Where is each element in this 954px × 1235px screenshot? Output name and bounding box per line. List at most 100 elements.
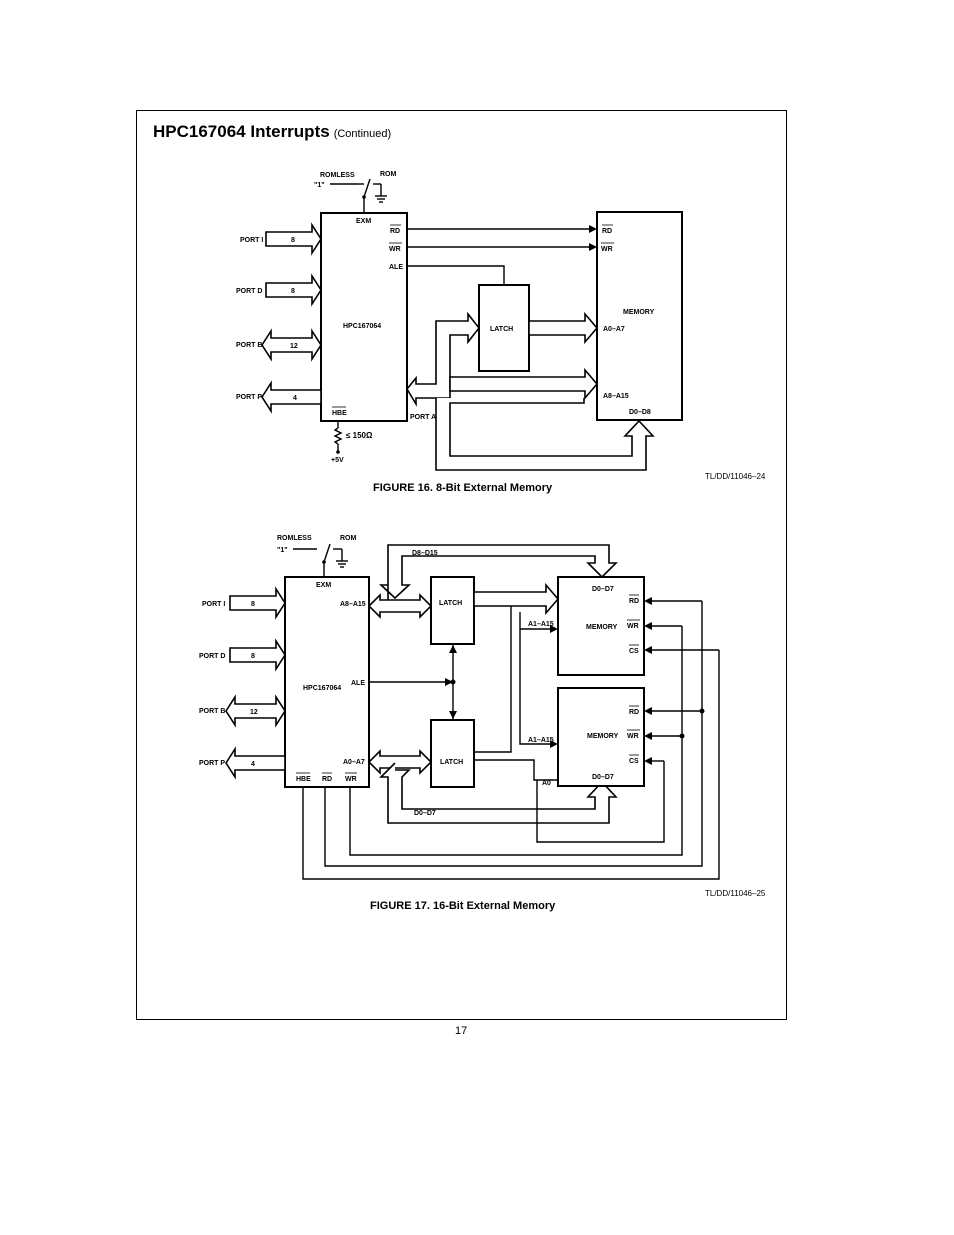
port-p-arrow-2 [225, 746, 286, 780]
port-d-bits: 8 [291, 288, 295, 295]
ale-line [407, 265, 505, 285]
port-i-arrow-2 [229, 586, 286, 620]
d-high-bus [378, 544, 618, 600]
port-i-arrow [265, 222, 322, 256]
rd-line-2 [324, 601, 703, 867]
a0-label: A0 [542, 780, 551, 787]
resistor-label: ≤ 150Ω [346, 431, 373, 440]
title-continued: (Continued) [333, 128, 392, 140]
d-high-label: D8–D15 [412, 550, 438, 557]
memory-label: MEMORY [623, 309, 655, 316]
mem-a-high-label: A8–A15 [603, 393, 629, 400]
mem-wr-label: WR [601, 246, 613, 253]
memory-block [596, 211, 683, 421]
latch-label: LATCH [490, 326, 513, 333]
figure-17-code: TL/DD/11046–25 [705, 889, 766, 898]
latch-block-upper [430, 576, 475, 645]
page-frame [136, 110, 787, 1020]
latch-block-lower [430, 719, 475, 788]
cpu-hbe-label: HBE [296, 776, 311, 783]
port-d-label-2: PORT D [199, 653, 225, 660]
a-low-bus [367, 749, 433, 775]
memory-block-upper [557, 576, 645, 676]
switch-blade-2 [323, 543, 331, 563]
page-number: 17 [455, 1025, 468, 1037]
d-low-label: D0–D7 [414, 810, 436, 817]
cpu-block [320, 212, 408, 422]
memory-block-lower [557, 687, 645, 787]
mem-lower-d-label: D0–D7 [592, 774, 614, 781]
a0-to-cs [536, 761, 665, 843]
figure-17-diagram: ROMLESS ROM "1" EXM A8–A15 HPC167064 ALE… [199, 535, 720, 880]
figure-16-diagram: ROMLESS ROM "1" EXM HPC167064 RD WR ALE … [236, 171, 683, 471]
latch-block [478, 284, 530, 372]
switch-blade [363, 178, 371, 198]
mem-lower-rd: RD [629, 709, 639, 716]
vcc-label: +5V [331, 457, 344, 464]
title-text: HPC167064 Interrupts [153, 122, 330, 141]
cpu-a-low-label: A0–A7 [343, 759, 365, 766]
hbe-line [302, 650, 720, 880]
cpu-label-2: HPC167064 [303, 685, 341, 692]
cpu-ale-label: ALE [351, 680, 365, 687]
one-label-2: "1" [277, 547, 288, 554]
port-b-bits-2: 12 [250, 709, 258, 716]
hbe-label: HBE [332, 410, 347, 417]
mem-a-low-label: A0–A7 [603, 326, 625, 333]
mem-upper-label: MEMORY [586, 624, 618, 631]
port-i-label: PORT I [240, 237, 263, 244]
port-p-bits: 4 [293, 395, 297, 402]
rd-label: RD [390, 228, 400, 235]
port-b-arrow [261, 328, 322, 362]
mem-upper-d-label: D0–D7 [592, 586, 614, 593]
port-b-label-2: PORT B [199, 708, 225, 715]
exm-label: EXM [356, 218, 371, 225]
port-i-bits: 8 [291, 237, 295, 244]
romless-label-2: ROMLESS [277, 535, 312, 542]
port-b-arrow-2 [225, 694, 286, 728]
exm-label-2: EXM [316, 582, 331, 589]
mem-upper-cs: CS [629, 648, 639, 655]
wr-label: WR [389, 246, 401, 253]
figure-16-code: TL/DD/11046–24 [705, 472, 766, 481]
figure-16-caption: FIGURE 16. 8-Bit External Memory [373, 482, 553, 494]
port-p-bits-2: 4 [251, 761, 255, 768]
latch-out-upper [474, 606, 512, 753]
port-a-bus [406, 311, 481, 407]
mem-upper-rd: RD [629, 598, 639, 605]
section-title: HPC167064 Interrupts(Continued) [153, 122, 391, 142]
mem-lower-wr: WR [627, 733, 639, 740]
a-high-arrow [449, 367, 599, 401]
resistor-icon [333, 427, 343, 445]
cpu-block-2 [284, 576, 370, 788]
cpu-rd-label: RD [322, 776, 332, 783]
rom-label: ROM [380, 171, 397, 178]
a-high-bus [367, 593, 433, 619]
port-d-arrow [265, 273, 322, 307]
rom-label-2: ROM [340, 535, 357, 542]
data-bus [435, 398, 655, 471]
port-d-arrow-2 [229, 638, 286, 672]
mem-lower-label: MEMORY [587, 733, 619, 740]
a-bus-lower-label: A1–A15 [528, 737, 554, 744]
romless-label: ROMLESS [320, 172, 355, 179]
port-b-label: PORT B [236, 342, 262, 349]
port-a-label: PORT A [410, 414, 436, 421]
mem-lower-cs: CS [629, 758, 639, 765]
one-label: "1" [314, 182, 325, 189]
mem-d-label: D0–D8 [629, 409, 651, 416]
figure-17-caption: FIGURE 17. 16-Bit External Memory [370, 900, 556, 912]
port-p-label: PORT P [236, 394, 262, 401]
a-bus-upper-label: A1–A15 [528, 621, 554, 628]
ale-label: ALE [389, 264, 403, 271]
cpu-label: HPC167064 [343, 323, 381, 330]
latch-upper-label: LATCH [439, 600, 462, 607]
a0-line [474, 759, 558, 781]
port-p-label-2: PORT P [199, 760, 225, 767]
port-d-bits-2: 8 [251, 653, 255, 660]
port-i-label-2: PORT I [202, 601, 225, 608]
port-b-bits: 12 [290, 343, 298, 350]
mem-upper-wr: WR [627, 623, 639, 630]
wr-line-2 [349, 626, 683, 856]
latch-lower-label: LATCH [440, 759, 463, 766]
